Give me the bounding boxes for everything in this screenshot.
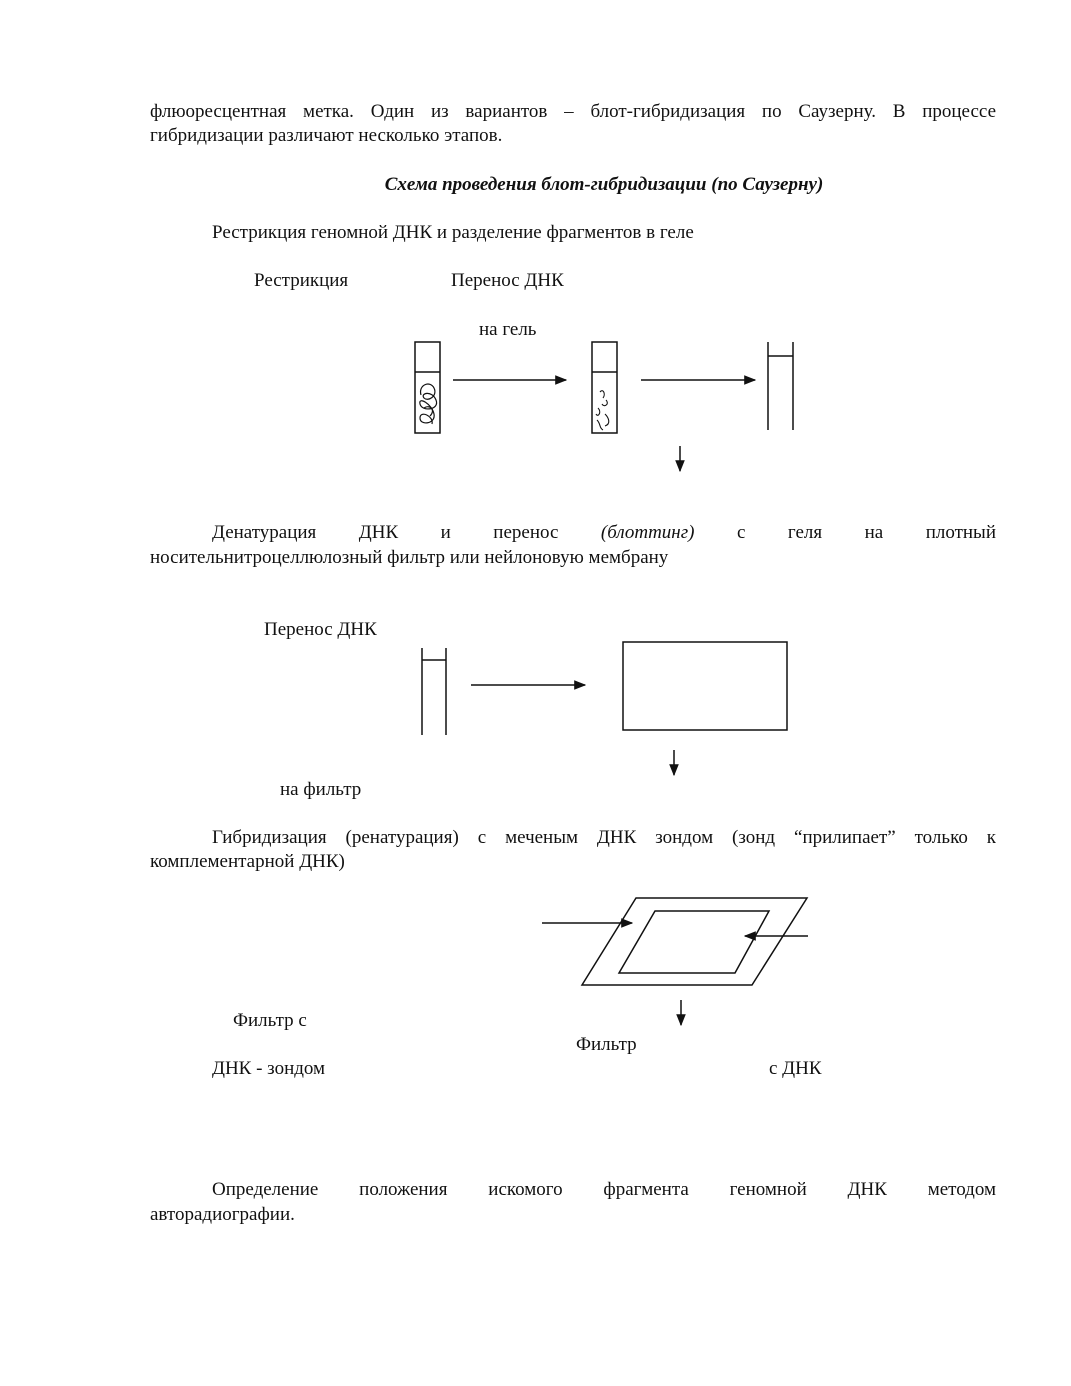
step4-description-line-2: авторадиографии. [150, 1204, 295, 1225]
step4-description-line-1: Определение положения искомого фрагмента… [150, 1178, 996, 1202]
filter-rectangle [622, 641, 788, 731]
label-to-filter: на фильтр [280, 779, 362, 800]
intro-line-1-text: флюоресцентная метка. Один из вариантов … [150, 101, 996, 122]
step2-text-blotting: (блоттинг) [600, 522, 695, 543]
gel-column-2-icon [421, 648, 447, 735]
step3-description-line-1: Гибридизация (ренатурация) с меченым ДНК… [150, 826, 996, 850]
step1-description: Рестрикция геномной ДНК и разделение фра… [212, 222, 694, 243]
label-transfer-dna-2: Перенос ДНК [264, 619, 377, 640]
step2-description-line-1: Денатурация ДНК и перенос (блоттинг) с г… [150, 521, 996, 545]
intro-line-1: флюоресцентная метка. Один из вариантов … [150, 100, 996, 124]
step2-text-b: с геля на плотный [736, 522, 996, 543]
filter-with-probe-icon [580, 897, 809, 986]
step3-description-line-2: комплементарной ДНК) [150, 851, 345, 872]
label-dna-probe: ДНК - зондом [212, 1058, 326, 1079]
label-transfer-dna-1: Перенос ДНК [451, 270, 564, 291]
step4-text-line-1: Определение положения искомого фрагмента… [212, 1179, 996, 1200]
intro-line-2: гибридизации различают несколько этапов. [150, 125, 503, 146]
tube-with-fragments-icon [591, 341, 618, 434]
page-title: Схема проведения блот-гибридизации (по С… [384, 174, 824, 195]
tube-with-dna-icon [414, 341, 441, 434]
label-filter: Фильтр [576, 1034, 637, 1055]
label-with-dna: с ДНК [769, 1058, 822, 1079]
step2-text-a: Денатурация ДНК и перенос [212, 522, 559, 543]
label-to-gel: на гель [479, 319, 537, 340]
step3-text-line-1: Гибридизация (ренатурация) с меченым ДНК… [212, 827, 996, 848]
label-filter-with: Фильтр с [233, 1010, 307, 1031]
gel-column-icon [767, 342, 794, 430]
step2-description-line-2: носительнитроцеллюлозный фильтр или нейл… [150, 547, 669, 568]
label-restriction: Рестрикция [254, 270, 349, 291]
